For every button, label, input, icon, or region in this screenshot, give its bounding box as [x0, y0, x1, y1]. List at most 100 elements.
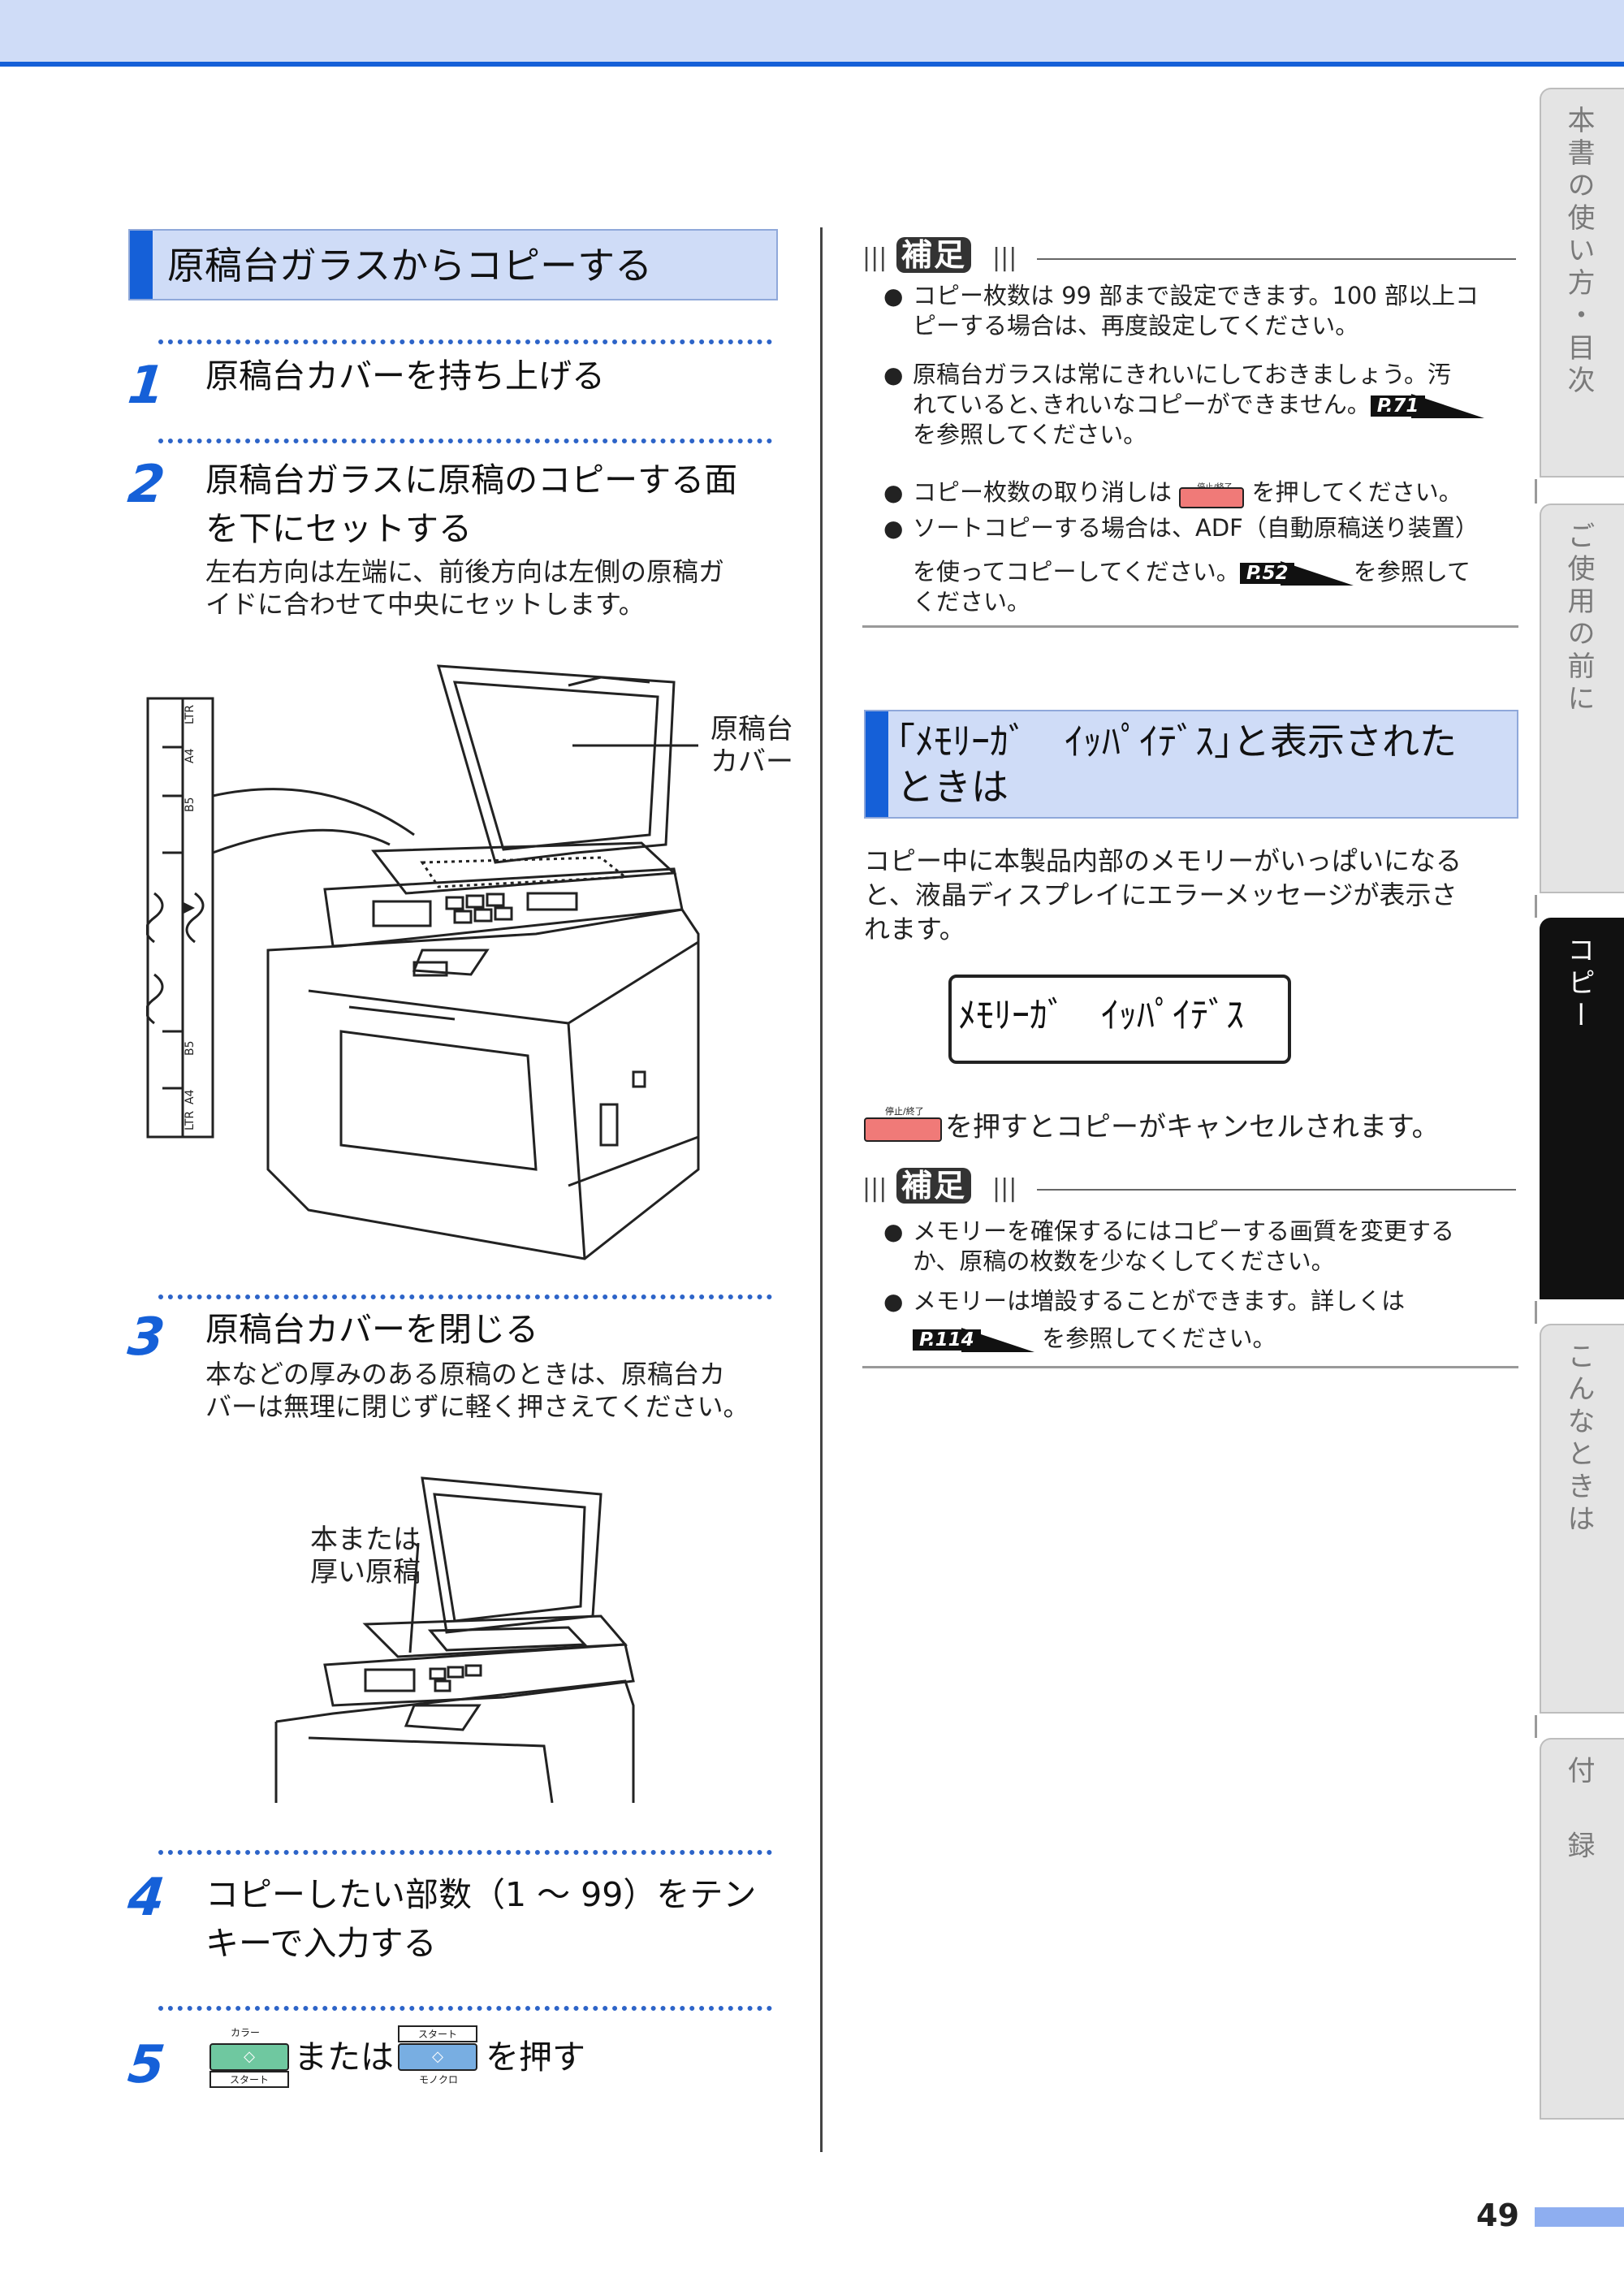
hosoku-label: 補足	[896, 237, 972, 273]
mono-start-button[interactable]: スタート ◇ モノクロ	[398, 2025, 477, 2092]
step-divider	[158, 2006, 772, 2011]
step-title: を下にセットする	[205, 509, 472, 548]
note-item-cont: か、原稿の枚数を少なくしてください。	[913, 1247, 1335, 1275]
step-title: または	[294, 2038, 394, 2077]
section-heading-box: 原稿台ガラスからコピーする	[128, 229, 778, 300]
step-divider	[158, 1294, 772, 1299]
heading-accent-bar	[130, 231, 153, 299]
figure-open-cover: LTR A4 B5 B5 A4 LTR	[145, 650, 780, 1267]
step-divider	[158, 439, 772, 443]
step-divider	[158, 339, 772, 344]
step-body: バーは無理に閉じずに軽く押さえてください。	[205, 1391, 749, 1422]
color-start-button[interactable]: カラー ◇ スタート	[209, 2025, 289, 2092]
step-title: コピーしたい部数（1 ～ 99）をテン	[205, 1875, 757, 1914]
button-bottom-label: スタート	[209, 2071, 289, 2088]
step-number: 4	[125, 1868, 168, 1928]
note-item-cont: ピーする場合は、再度設定してください。	[913, 312, 1359, 339]
stop-exit-button-icon: 停止/終了	[864, 1104, 942, 1145]
step-divider	[158, 1850, 772, 1855]
step-title: を押す	[486, 2038, 585, 2077]
button-body: ◇	[209, 2043, 289, 2071]
guide-label: LTR	[184, 705, 197, 724]
page-number-bar	[1535, 2207, 1624, 2227]
hosoku-header: ||| 補足 |||	[862, 1168, 1518, 1208]
step-number: 3	[125, 1307, 168, 1368]
hosoku-bars: |||	[992, 1174, 1017, 1203]
guide-label: B5	[184, 797, 197, 812]
page-reference-link[interactable]: P.71	[1370, 394, 1484, 418]
section-heading: 原稿台ガラスからコピーする	[167, 244, 653, 287]
tab-divider	[1535, 1715, 1537, 1738]
callout-cover: カバー	[710, 746, 793, 778]
step-number: 1	[125, 356, 168, 416]
page-reference-link[interactable]: P.52	[1239, 561, 1354, 586]
hosoku-rule	[1037, 1189, 1516, 1191]
button-body: ◇	[398, 2043, 477, 2071]
hosoku-bars: |||	[862, 244, 888, 272]
figure-thick-document	[260, 1462, 650, 1804]
note-item-cont: ください。	[913, 588, 1031, 616]
step-title: 原稿台カバーを持ち上げる	[205, 357, 605, 395]
step-body: イドに合わせて中央にセットします。	[205, 589, 645, 620]
callout-thick-doc: 本または	[310, 1524, 421, 1556]
step-number: 2	[125, 455, 168, 515]
step-title: キーで入力する	[205, 1924, 437, 1963]
tab-contents[interactable]: 本書の使い方・目次	[1540, 88, 1624, 478]
guide-label: A4	[184, 1089, 197, 1104]
page-number: 49	[1476, 2198, 1519, 2233]
note-item: コピー枚数の取り消しは 停止/終了 を押してください。	[883, 478, 1462, 508]
lcd-message: ﾒﾓﾘｰｶﾞ ｲｯﾊﾟｲﾃﾞｽ	[958, 995, 1244, 1036]
section-heading-box: ｢ﾒﾓﾘｰｶﾞ ｲｯﾊﾟｲﾃﾞｽ｣と表示された ときは	[864, 710, 1518, 819]
note-bottom-rule	[862, 1366, 1518, 1368]
step-body: 本などの厚みのある原稿のときは、原稿台カ	[205, 1359, 726, 1390]
note-item-cont: を参照してください。	[913, 421, 1147, 448]
tab-divider	[1535, 479, 1537, 504]
tab-divider	[1535, 1301, 1537, 1324]
step-number: 5	[125, 2035, 168, 2095]
page-reference-link[interactable]: P.114	[913, 1328, 1034, 1352]
tab-label: コピー	[1562, 936, 1595, 1033]
guide-label: A4	[184, 748, 197, 763]
section-body: コピー中に本製品内部のメモリーがいっぱいになる	[864, 845, 1462, 876]
note-item: コピー枚数は 99 部まで設定できます。100 部以上コ	[883, 281, 1479, 311]
tab-before-use[interactable]: ご使用の前に	[1540, 504, 1624, 893]
stop-exit-button-icon: 停止/終了	[1179, 479, 1245, 508]
hosoku-rule	[1037, 258, 1516, 260]
button-top-label: スタート	[398, 2025, 477, 2042]
note-bottom-rule	[862, 625, 1518, 628]
mfc-open-illustration: LTR A4 B5 B5 A4 LTR	[145, 664, 700, 1260]
callout-cover: 原稿台	[710, 713, 793, 746]
guide-label: B5	[184, 1040, 197, 1056]
note-item: 原稿台ガラスは常にきれいにしておきましょう。汚	[883, 360, 1451, 390]
tab-copy[interactable]: コピー	[1540, 918, 1624, 1299]
tab-divider	[1535, 895, 1537, 918]
callout-thick-doc: 厚い原稿	[310, 1556, 421, 1588]
note-item-cont: P.114 を参照してください。	[913, 1324, 1276, 1354]
guide-label: LTR	[184, 1111, 197, 1130]
tab-appendix[interactable]: 付 録	[1540, 1738, 1624, 2120]
tab-label: ご使用の前に	[1562, 521, 1595, 716]
tab-label: こんなときは	[1562, 1342, 1595, 1536]
column-divider	[820, 227, 823, 2152]
top-band	[0, 0, 1624, 67]
tab-troubleshooting[interactable]: こんなときは	[1540, 1324, 1624, 1714]
section-heading: ｢ﾒﾓﾘｰｶﾞ ｲｯﾊﾟｲﾃﾞｽ｣と表示された	[896, 720, 1457, 763]
section-body: と、液晶ディスプレイにエラーメッセージが表示さ	[864, 880, 1458, 910]
section-body: れます。	[864, 914, 965, 944]
cancel-text: を押すとコピーがキャンセルされます。	[945, 1111, 1440, 1143]
tab-label: 本書の使い方・目次	[1562, 106, 1595, 398]
note-item-cont: れていると､きれいなコピーができません。P.71	[913, 390, 1484, 420]
note-item: ソートコピーする場合は、ADF（自動原稿送り装置）	[883, 513, 1479, 543]
lcd-display: ﾒﾓﾘｰｶﾞ ｲｯﾊﾟｲﾃﾞｽ	[948, 975, 1291, 1064]
step-title: 原稿台ガラスに原稿のコピーする面	[205, 460, 738, 499]
note-item: メモリーを確保するにはコピーする画質を変更する	[883, 1217, 1454, 1247]
button-bottom-label: モノクロ	[419, 2074, 459, 2085]
hosoku-bars: |||	[862, 1174, 888, 1203]
hosoku-header: ||| 補足 |||	[862, 237, 1518, 278]
hosoku-label: 補足	[896, 1168, 972, 1204]
section-heading: ときは	[896, 765, 1009, 809]
hosoku-bars: |||	[992, 244, 1017, 272]
mfc-thick-doc-illustration	[274, 1476, 635, 1804]
button-top-label: カラー	[231, 2027, 261, 2038]
